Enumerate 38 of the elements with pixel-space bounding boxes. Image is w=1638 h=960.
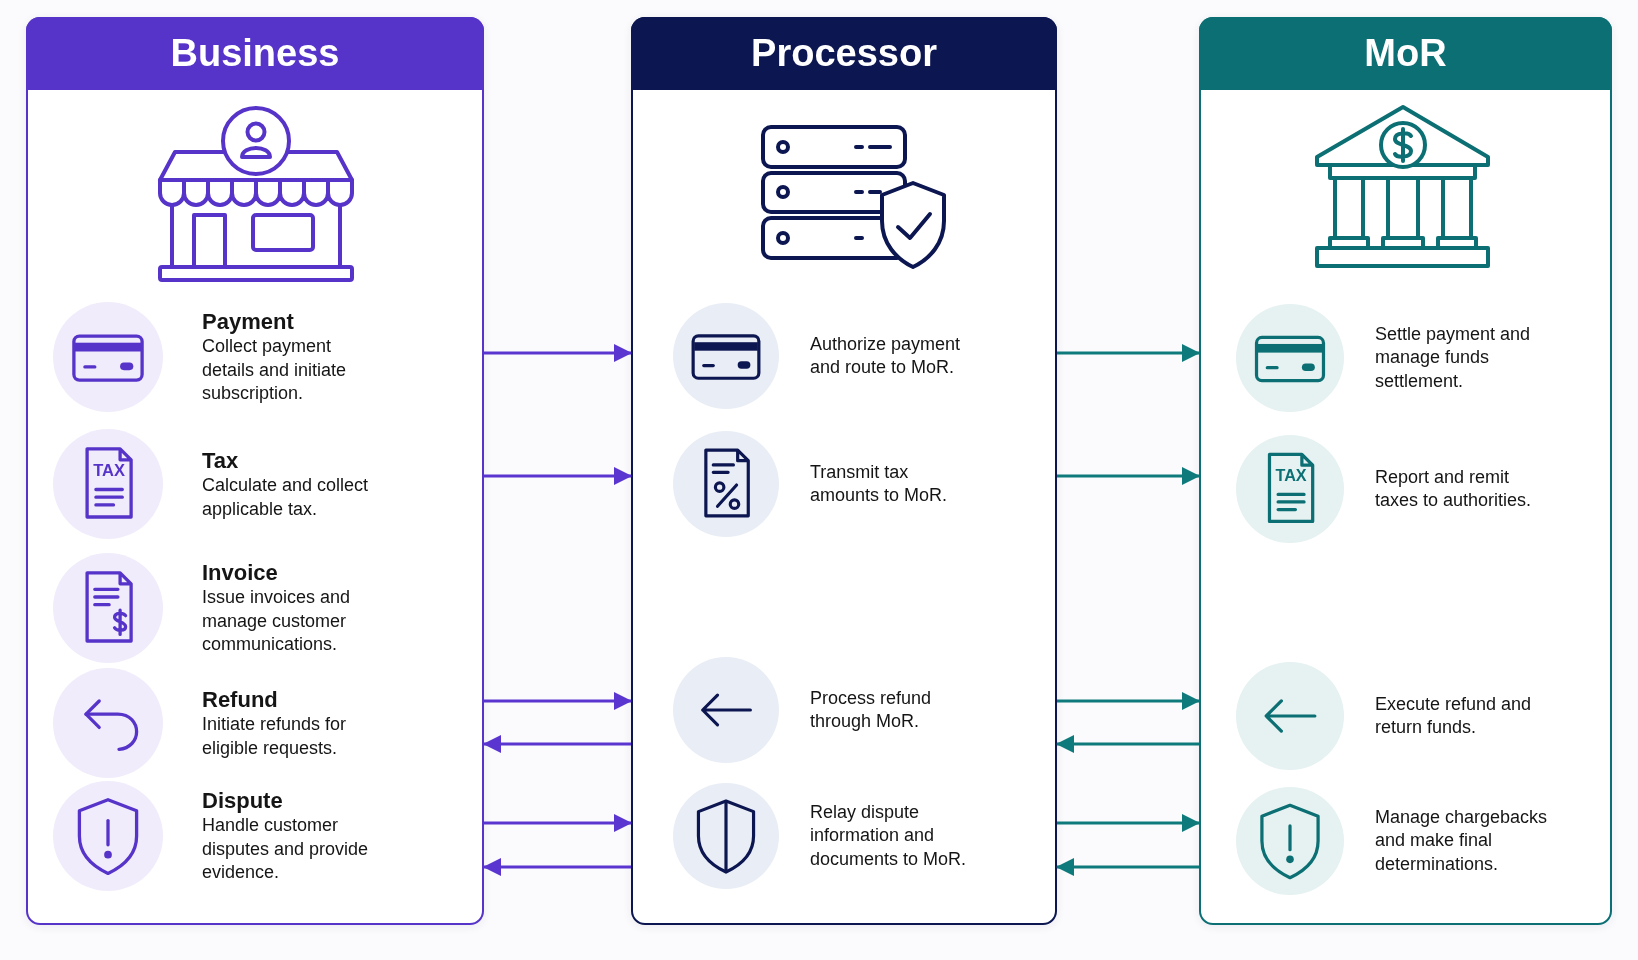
arrow — [1057, 344, 1200, 362]
column-panel — [631, 17, 1057, 925]
step-description: Transmit tax amounts to MoR. — [810, 460, 949, 507]
step-description: Process refund through MoR. — [810, 686, 933, 733]
column-header: Processor — [631, 17, 1057, 90]
step-description: Calculate and collect applicable tax. — [202, 474, 370, 521]
step-description: Manage chargebacks and make final determinations. — [1375, 805, 1549, 876]
arrow — [484, 814, 632, 832]
tax-document-icon: TAX — [1236, 435, 1344, 543]
arrow — [483, 858, 631, 876]
column-header: MoR — [1199, 17, 1612, 90]
step-description: Settle payment and manage funds settlement. — [1375, 322, 1532, 393]
column-header: Business — [26, 17, 484, 90]
arrow — [1057, 692, 1200, 710]
step-description: Relay dispute information and documents to MoR. — [810, 800, 968, 871]
step-description: Collect payment details and initiate subscription. — [202, 335, 348, 406]
arrow — [483, 735, 631, 753]
step-description: Execute refund and return funds. — [1375, 692, 1533, 739]
column-panel — [26, 17, 484, 925]
step-description: Handle customer disputes and provide evidence. — [202, 814, 370, 885]
step-title: Dispute — [202, 787, 284, 815]
tax-document-icon: TAX — [53, 429, 163, 539]
column-panel — [1199, 17, 1612, 925]
step-title: Payment — [202, 308, 295, 336]
step-title: Tax — [202, 447, 240, 474]
arrow — [484, 467, 632, 485]
arrow — [1057, 814, 1200, 832]
step-description: Initiate refunds for eligible requests. — [202, 713, 348, 760]
arrow — [1056, 858, 1199, 876]
step-description: Report and remit taxes to authorities. — [1375, 465, 1533, 512]
arrow — [1056, 735, 1199, 753]
arrow — [484, 692, 632, 710]
arrow — [1057, 467, 1200, 485]
step-title: Refund — [202, 686, 279, 713]
step-description: Issue invoices and manage customer communications. — [202, 586, 352, 657]
step-title: Invoice — [202, 559, 279, 587]
arrow — [484, 344, 632, 362]
step-description: Authorize payment and route to MoR. — [810, 332, 962, 379]
